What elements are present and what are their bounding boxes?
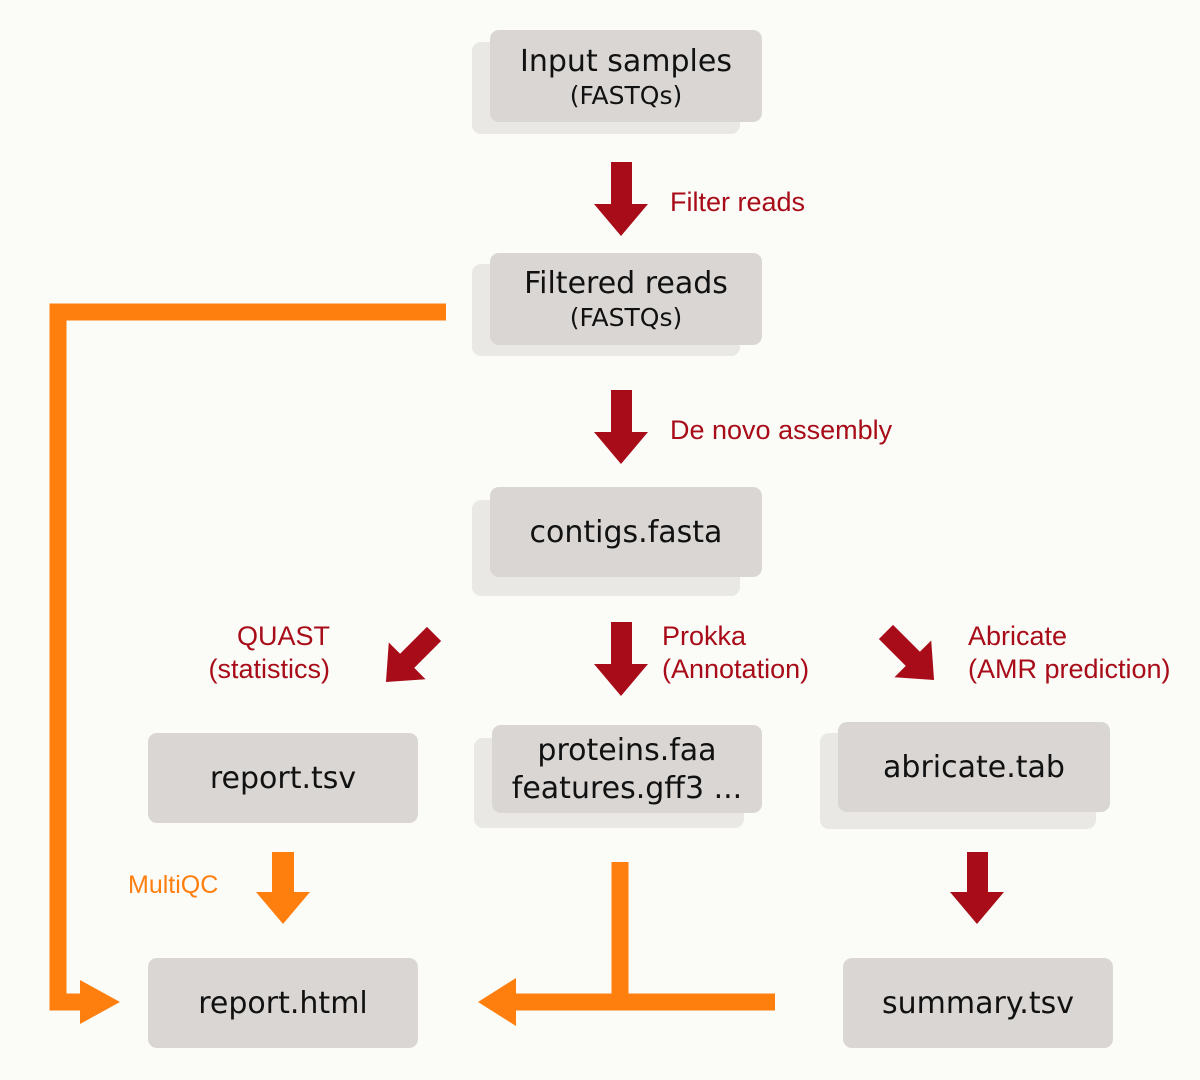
quast-arrow	[385, 626, 442, 683]
edge-label-quast-line2: (statistics)	[209, 654, 331, 684]
edge-label-filter-reads: Filter reads	[670, 187, 805, 217]
node-title: proteins.faa	[537, 733, 716, 768]
node-box	[148, 958, 418, 1048]
prokka-summary-to-report-arrowhead	[478, 978, 516, 1026]
node-label: contigs.fasta	[530, 515, 723, 550]
node-abricate-tab: abricate.tab	[820, 722, 1110, 829]
edge-label-abricate-line1: Abricate	[968, 621, 1067, 651]
node-report-html: report.html	[148, 958, 418, 1048]
node-subtitle: (FASTQs)	[570, 81, 683, 110]
edge-label-quast-line1: QUAST	[237, 621, 330, 651]
edge-label-prokka-line1: Prokka	[662, 621, 747, 651]
node-label: report.html	[198, 986, 368, 1021]
filter-reads-arrow	[594, 162, 648, 236]
filtered-reads-to-report-arrowhead	[80, 980, 120, 1024]
edge-label-prokka-line2: (Annotation)	[662, 654, 809, 684]
prokka-summary-to-report-line	[512, 862, 775, 1011]
abricate-arrow	[878, 624, 935, 681]
node-label: report.tsv	[210, 761, 356, 796]
node-input-samples: Input samples (FASTQs)	[472, 30, 762, 134]
node-box	[490, 30, 762, 122]
node-label: summary.tsv	[882, 986, 1074, 1021]
de-novo-assembly-arrow	[594, 390, 648, 464]
edge-label-abricate-line2: (AMR prediction)	[968, 654, 1171, 684]
node-title: Input samples	[520, 44, 732, 79]
multiqc-arrow	[256, 852, 310, 924]
node-box	[492, 725, 762, 813]
node-box	[490, 253, 762, 345]
node-proteins: proteins.faa features.gff3 ...	[474, 725, 762, 828]
node-subtitle: (FASTQs)	[570, 303, 683, 332]
node-summary-tsv: summary.tsv	[843, 958, 1113, 1048]
node-filtered-reads: Filtered reads (FASTQs)	[472, 253, 762, 356]
node-report-tsv: report.tsv	[148, 733, 418, 823]
node-box	[148, 733, 418, 823]
abricate-summary-arrow	[950, 852, 1004, 924]
filtered-reads-to-report-line	[49, 303, 446, 1011]
node-subtitle: features.gff3 ...	[512, 771, 742, 806]
node-box	[838, 722, 1110, 812]
node-box	[490, 487, 762, 577]
edge-label-de-novo-assembly: De novo assembly	[670, 415, 893, 445]
node-box	[843, 958, 1113, 1048]
node-title: Filtered reads	[524, 266, 728, 301]
prokka-arrow	[594, 622, 648, 696]
edge-label-multiqc: MultiQC	[128, 871, 218, 899]
node-contigs: contigs.fasta	[472, 487, 762, 596]
node-label: abricate.tab	[883, 750, 1065, 785]
